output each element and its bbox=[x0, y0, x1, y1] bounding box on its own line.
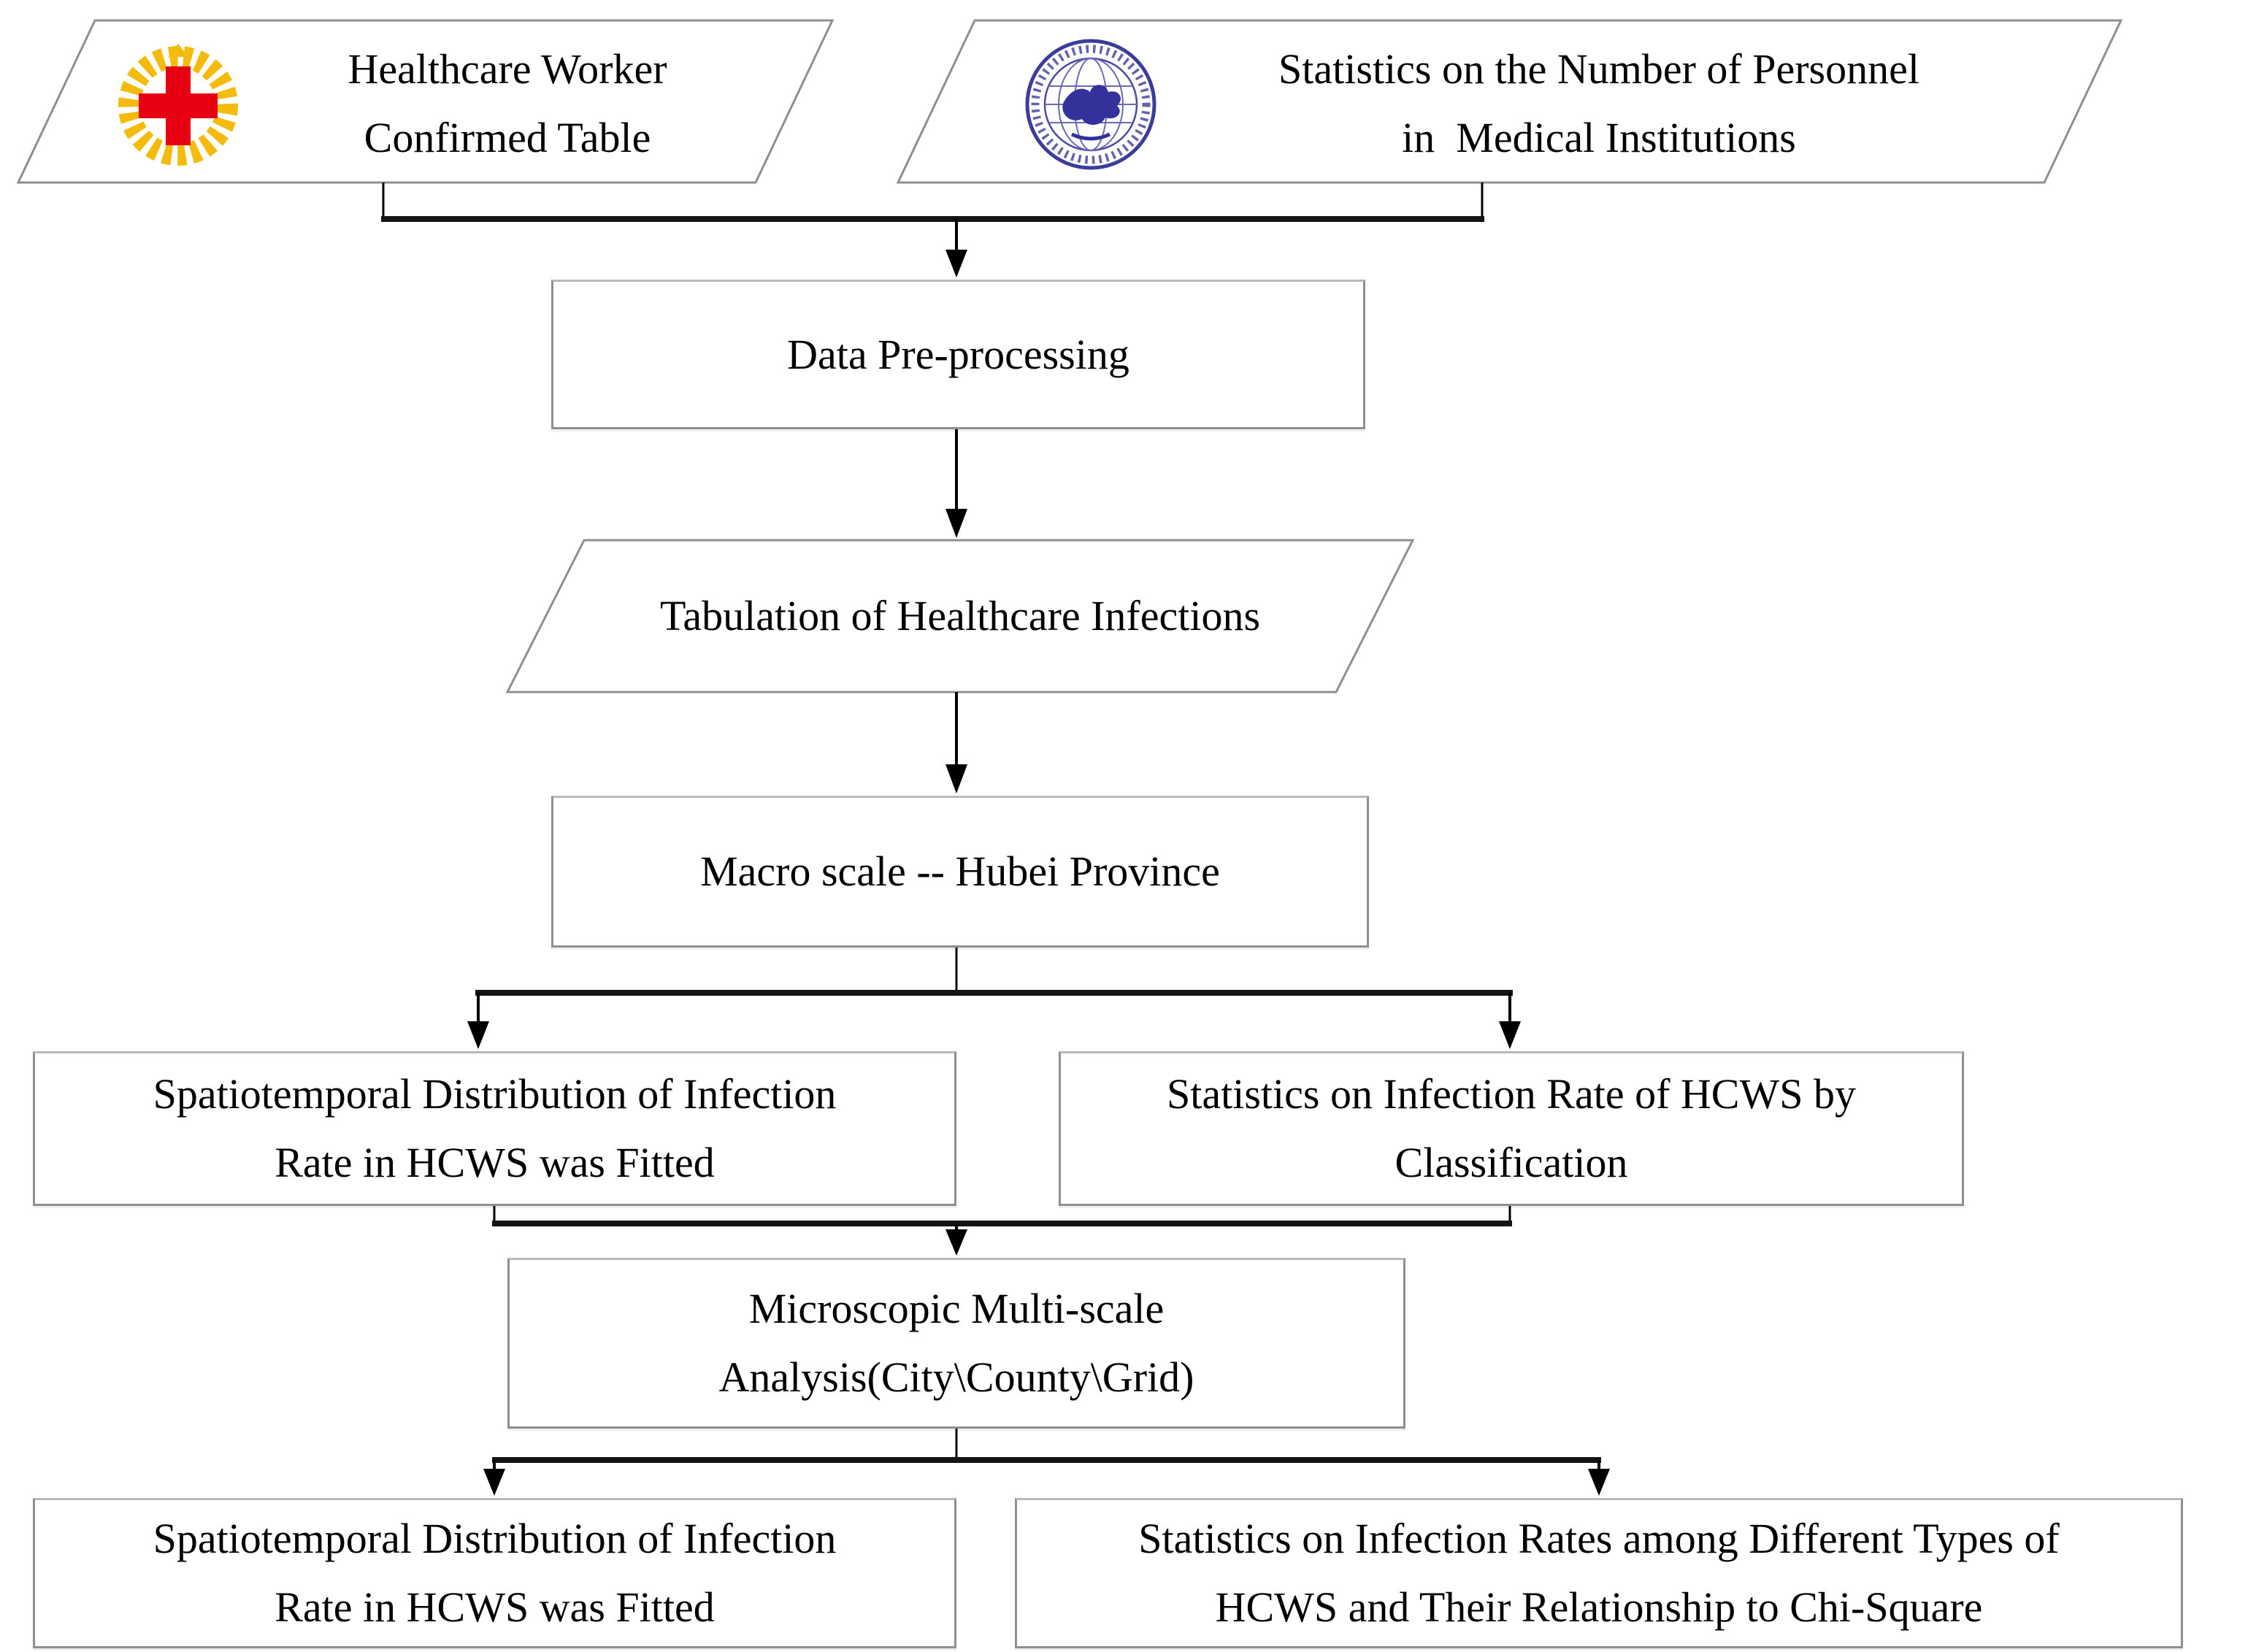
node-label: Tabulation of Healthcare Infections bbox=[659, 592, 1261, 640]
node-tabulation: Tabulation of Healthcare Infections bbox=[559, 544, 1362, 688]
node-micro-chisquare: Statistics on Infection Rates among Diff… bbox=[1015, 1498, 2183, 1648]
node-label: Rate in HCWS was Fitted bbox=[275, 1583, 715, 1631]
node-preprocess: Data Pre-processing bbox=[551, 280, 1365, 429]
node-source-left: Healthcare Worker Confirmed Table bbox=[241, 31, 774, 177]
node-micro-spatiotemporal: Spatiotemporal Distribution of Infection… bbox=[33, 1498, 956, 1648]
node-macro-classification: Statistics on Infection Rate of HCWS by … bbox=[1059, 1051, 1964, 1206]
node-label: Statistics on Infection Rate of HCWS by bbox=[1167, 1070, 1856, 1118]
node-label: Statistics on the Number of Personnel bbox=[1278, 45, 1919, 93]
node-label: Microscopic Multi-scale bbox=[748, 1285, 1165, 1333]
node-label: Confirmed Table bbox=[364, 114, 651, 161]
node-label: Analysis(City\County\Grid) bbox=[718, 1353, 1194, 1401]
node-source-right: Statistics on the Number of Personnel in… bbox=[1168, 31, 2030, 177]
node-macro-scale: Macro scale -- Hubei Province bbox=[551, 796, 1369, 948]
health-commission-seal-icon bbox=[1025, 39, 1156, 170]
node-label: in Medical Institutions bbox=[1402, 114, 1796, 161]
node-label: HCWS and Their Relationship to Chi-Squar… bbox=[1215, 1583, 1983, 1631]
node-label: Statistics on Infection Rates among Diff… bbox=[1138, 1515, 2060, 1563]
node-label: Macro scale -- Hubei Province bbox=[700, 848, 1220, 896]
node-macro-spatiotemporal: Spatiotemporal Distribution of Infection… bbox=[33, 1051, 956, 1206]
node-label: Data Pre-processing bbox=[787, 330, 1129, 378]
node-label: Spatiotemporal Distribution of Infection bbox=[153, 1515, 837, 1563]
node-label: Healthcare Worker bbox=[348, 45, 667, 93]
node-label: Classification bbox=[1395, 1139, 1628, 1186]
parallelogram-source-right bbox=[896, 19, 2123, 184]
node-label: Rate in HCWS was Fitted bbox=[275, 1139, 715, 1186]
red-cross-wreath-icon bbox=[118, 44, 238, 166]
parallelogram-tabulation bbox=[505, 539, 1415, 694]
node-label: Spatiotemporal Distribution of Infection bbox=[153, 1070, 837, 1118]
node-microscopic-analysis: Microscopic Multi-scale Analysis(City\Co… bbox=[507, 1258, 1405, 1429]
